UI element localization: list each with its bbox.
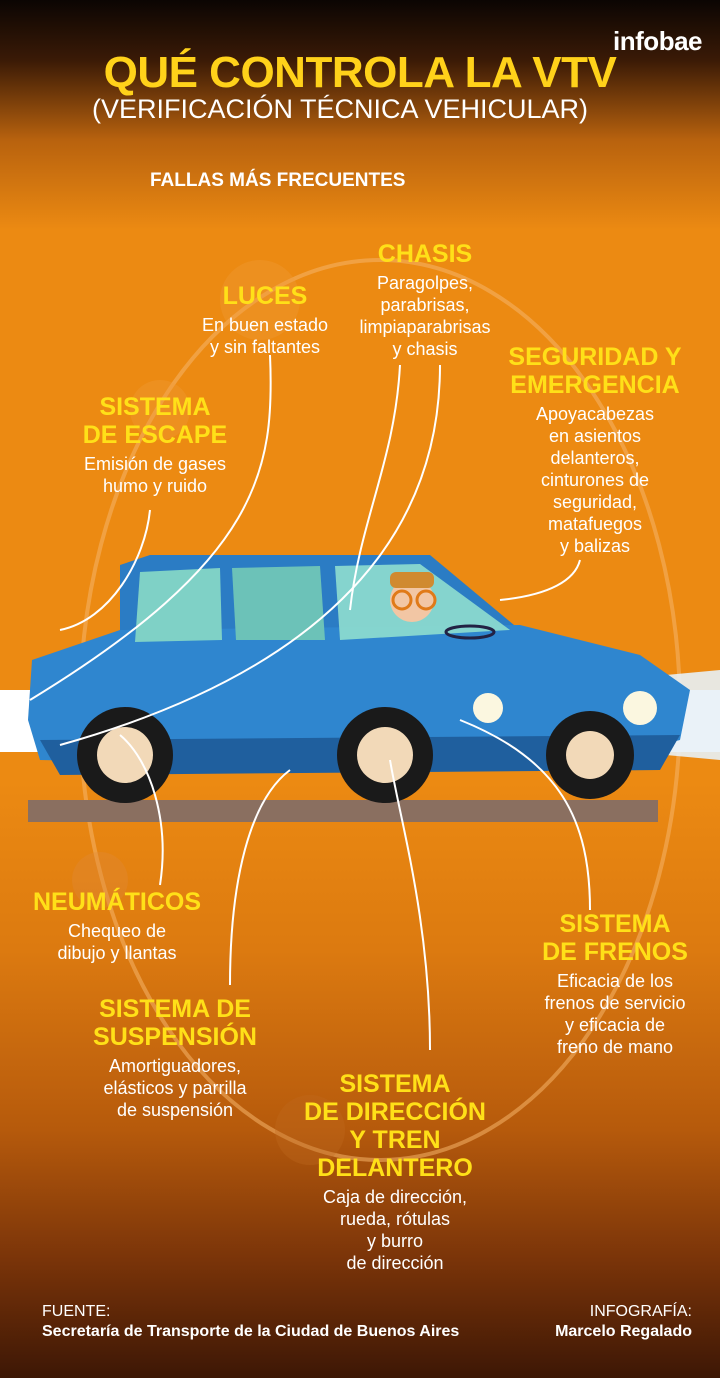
line-chasis-1	[349, 364, 401, 611]
steering-wheel	[444, 624, 496, 640]
decor-circle	[130, 380, 190, 440]
headlight-1	[473, 693, 503, 723]
line-seguridad	[499, 559, 581, 601]
decor-circle	[220, 260, 300, 340]
callout-direccion: SISTEMA DE DIRECCIÓN Y TREN DELANTERO Ca…	[295, 1070, 495, 1274]
callout-luces: LUCES En buen estado y sin faltantes	[180, 282, 350, 358]
callout-title: SEGURIDAD Y EMERGENCIA	[508, 343, 682, 399]
rear-window	[135, 568, 222, 642]
driver-glasses-left	[391, 589, 413, 611]
credit-value: Marcelo Regalado	[555, 1323, 692, 1340]
callout-suspension: SISTEMA DE SUSPENSIÓN Amortiguadores, el…	[75, 995, 275, 1121]
callout-title: SISTEMA DE FRENOS	[542, 910, 688, 966]
line-chasis-2	[59, 364, 441, 746]
callout-title: SISTEMA DE DIRECCIÓN Y TREN DELANTERO	[304, 1070, 486, 1182]
callout-text: Caja de dirección, rueda, rótulas y burr…	[322, 1187, 468, 1273]
line-luces	[29, 354, 272, 701]
callout-text: Apoyacabezas en asientos delanteros, cin…	[535, 404, 655, 556]
line-suspension	[229, 769, 291, 986]
road-shadow	[28, 800, 658, 822]
side-window	[232, 566, 325, 640]
front-wheel-hub	[357, 727, 413, 783]
driver-hair	[390, 572, 434, 588]
callout-title: LUCES	[222, 282, 308, 310]
credit-label: INFOGRAFÍA:	[589, 1303, 692, 1320]
page-subtitle: (VERIFICACIÓN TÉCNICA VEHICULAR)	[91, 94, 589, 124]
line-escape	[59, 509, 151, 631]
decor-circle	[72, 852, 128, 908]
callout-text: Chequeo de dibujo y llantas	[57, 921, 177, 963]
page-title: QUÉ CONTROLA LA VTV	[103, 48, 617, 97]
callout-text: Emisión de gases humo y ruido	[83, 454, 227, 496]
infographic-credit: INFOGRAFÍA: Marcelo Regalado	[555, 1302, 692, 1342]
callout-text: En buen estado y sin faltantes	[201, 315, 329, 357]
callout-text: Paragolpes, parabrisas, limpiaparabrisas…	[359, 273, 491, 359]
driver-glasses-right	[415, 589, 437, 611]
rear-wheel-hub	[97, 727, 153, 783]
line-neumaticos	[119, 734, 164, 886]
line-direccion	[389, 759, 431, 1051]
callout-escape: SISTEMA DE ESCAPE Emisión de gases humo …	[55, 393, 255, 497]
callout-title: NEUMÁTICOS	[32, 888, 202, 916]
front-wheel-2-hub	[566, 731, 614, 779]
section-label: FALLAS MÁS FRECUENTES	[150, 170, 406, 191]
callout-frenos: SISTEMA DE FRENOS Eficacia de los frenos…	[520, 910, 710, 1058]
source-value: Secretaría de Transporte de la Ciudad de…	[42, 1323, 460, 1340]
source-label: FUENTE:	[42, 1303, 111, 1320]
callout-title: CHASIS	[377, 240, 473, 268]
callout-title: SISTEMA DE SUSPENSIÓN	[93, 995, 257, 1051]
callout-chasis: CHASIS Paragolpes, parabrisas, limpiapar…	[330, 240, 520, 360]
callout-text: Amortiguadores, elásticos y parrilla de …	[103, 1056, 247, 1120]
callout-neumaticos: NEUMÁTICOS Chequeo de dibujo y llantas	[12, 888, 222, 964]
headlight-2	[623, 691, 657, 725]
source-credit: FUENTE: Secretaría de Transporte de la C…	[42, 1302, 459, 1342]
callout-text: Eficacia de los frenos de servicio y efi…	[544, 971, 686, 1057]
callout-title: SISTEMA DE ESCAPE	[82, 393, 228, 449]
callout-seguridad: SEGURIDAD Y EMERGENCIA Apoyacabezas en a…	[495, 343, 695, 557]
brand-logo: infobae	[613, 26, 702, 56]
decor-circle	[275, 1095, 345, 1165]
car-body	[28, 625, 690, 770]
line-frenos	[459, 719, 591, 911]
